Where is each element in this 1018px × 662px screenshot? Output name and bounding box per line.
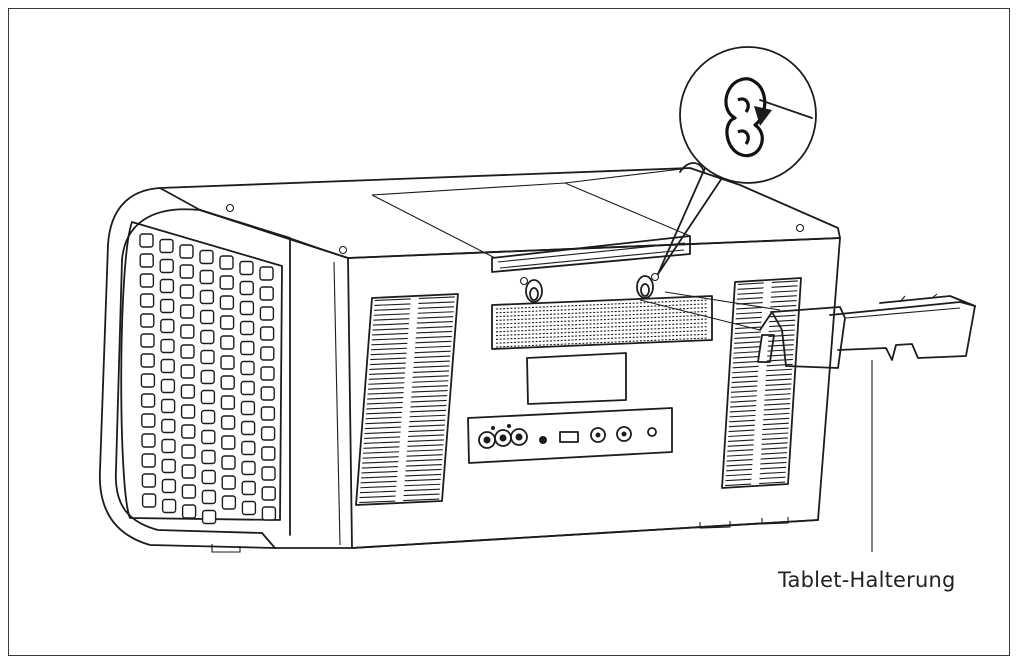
port-round-1 [590, 427, 606, 443]
port-round-2 [616, 426, 632, 442]
usb-port [559, 431, 579, 443]
left-vent [355, 293, 459, 506]
speaker-grille [139, 233, 277, 525]
display-window [526, 352, 627, 405]
center-vent [491, 295, 713, 350]
speaker-left-end [99, 187, 353, 549]
keyhole-detail-icon [724, 77, 767, 158]
mounting-hole-right [636, 272, 660, 299]
tablet-holder-label: Tablet-Halterung [778, 568, 956, 592]
arrow-down-icon [754, 106, 772, 126]
connection-panel [467, 407, 673, 464]
port-small [647, 427, 657, 437]
right-vent [721, 277, 802, 489]
rca-port-3 [510, 428, 528, 446]
tablet-holder [639, 291, 976, 369]
speaker-back-panel [211, 237, 841, 553]
mounting-hole-left [519, 276, 543, 303]
speaker-top-panel [159, 162, 841, 259]
audio-jack [539, 436, 547, 444]
zoom-callout [657, 46, 817, 275]
